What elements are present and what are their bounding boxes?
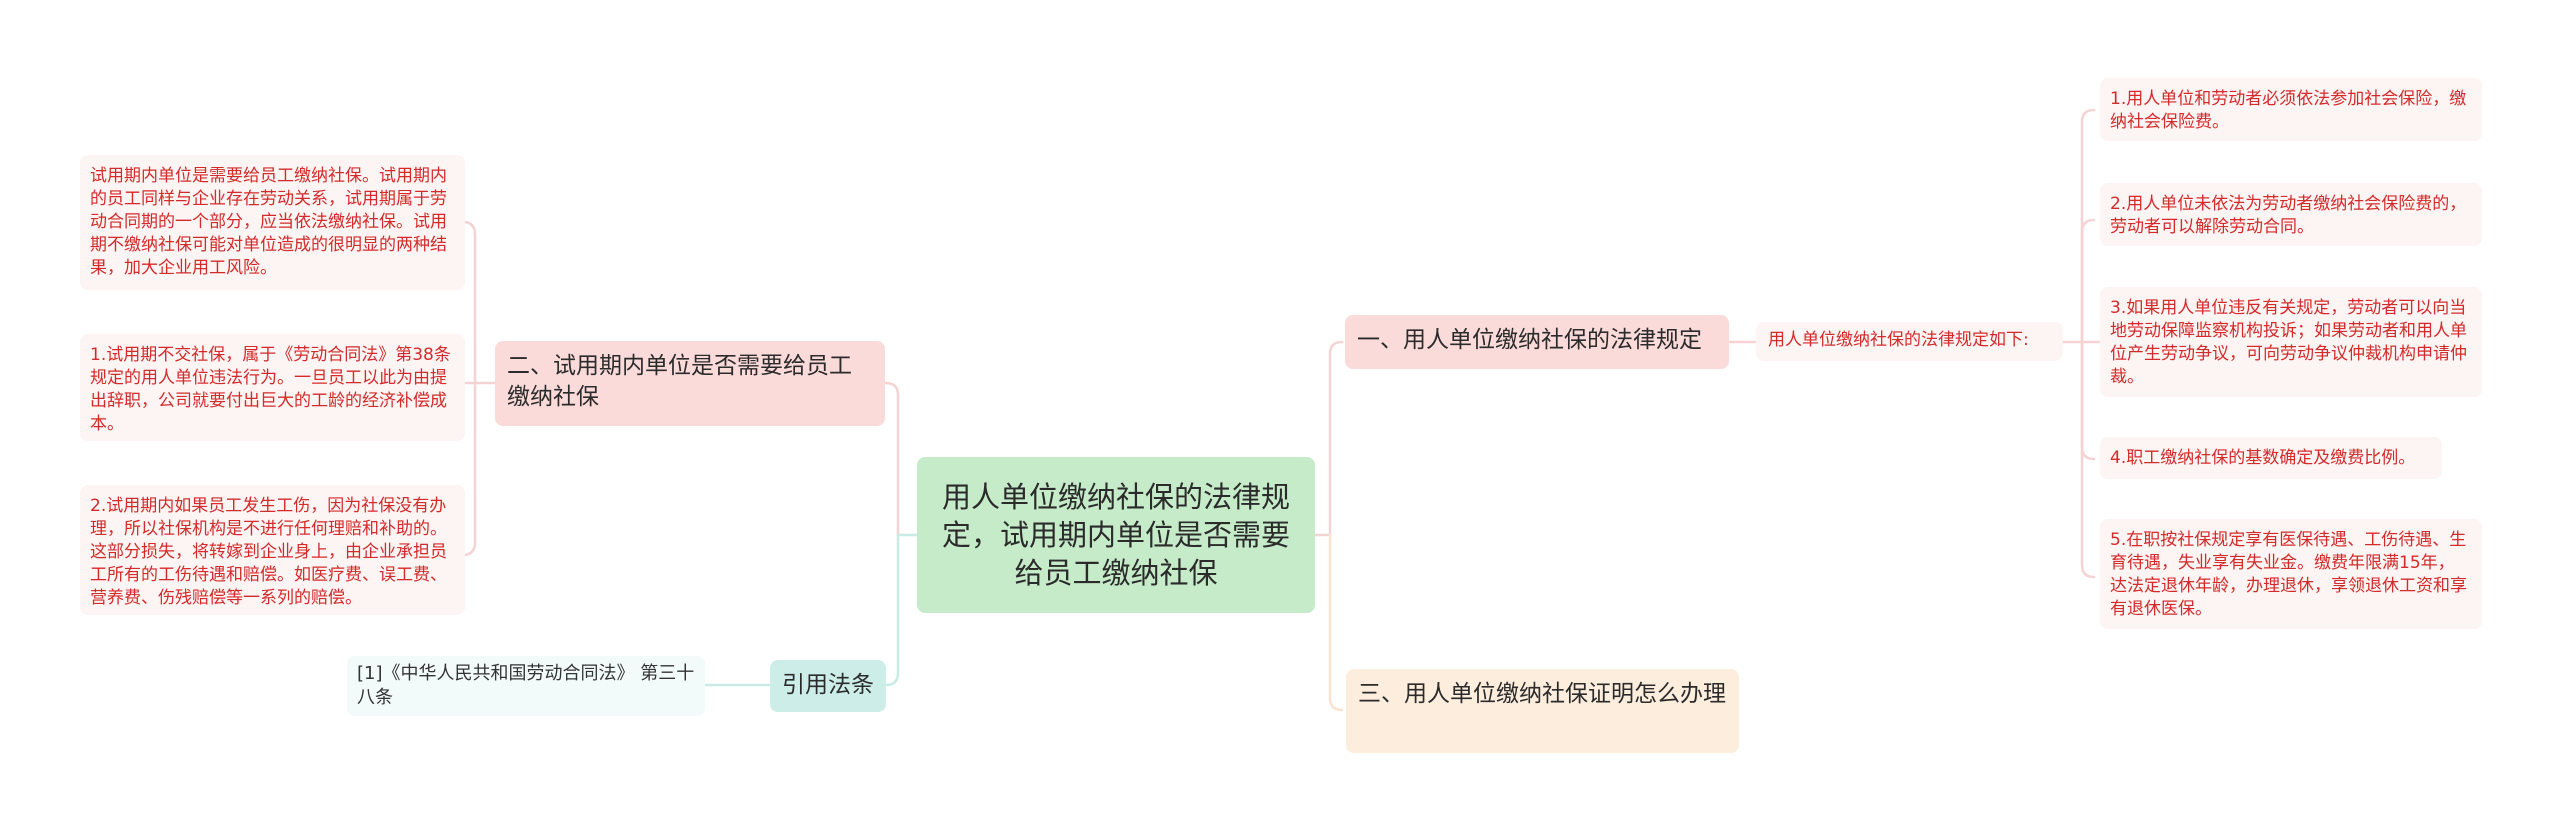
branch-trial-period-social-insurance[interactable]: 二、试用期内单位是否需要给员工缴纳社保 (495, 341, 885, 426)
sub-topic-provisions-intro[interactable]: 用人单位缴纳社保的法律规定如下: (1756, 322, 2063, 361)
leaf-provision-3[interactable]: 3.如果用人单位违反有关规定，劳动者可以向当地劳动保障监察机构投诉；如果劳动者和… (2100, 287, 2482, 397)
branch-label: 一、用人单位缴纳社保的法律规定 (1357, 327, 1702, 353)
leaf-trial-period-point-1[interactable]: 1.试用期不交社保，属于《劳动合同法》第38条规定的用人单位违法行为。一旦员工以… (80, 334, 465, 441)
leaf-provision-5[interactable]: 5.在职按社保规定享有医保待遇、工伤待遇、生育待遇，失业享有失业金。缴费年限满1… (2100, 519, 2482, 629)
branch-label: 引用法条 (782, 672, 874, 698)
branch-legal-provisions[interactable]: 一、用人单位缴纳社保的法律规定 (1345, 315, 1729, 369)
leaf-text: 5.在职按社保规定享有医保待遇、工伤待遇、生育待遇，失业享有失业金。缴费年限满1… (2110, 530, 2467, 619)
branch-label: 二、试用期内单位是否需要给员工缴纳社保 (507, 353, 852, 410)
leaf-text: 3.如果用人单位违反有关规定，劳动者可以向当地劳动保障监察机构投诉；如果劳动者和… (2110, 298, 2467, 387)
leaf-trial-period-intro[interactable]: 试用期内单位是需要给员工缴纳社保。试用期内的员工同样与企业存在劳动关系，试用期属… (80, 155, 465, 290)
leaf-provision-1[interactable]: 1.用人单位和劳动者必须依法参加社会保险，缴纳社会保险费。 (2100, 78, 2482, 141)
leaf-text: 1.试用期不交社保，属于《劳动合同法》第38条规定的用人单位违法行为。一旦员工以… (90, 345, 451, 434)
leaf-text: 4.职工缴纳社保的基数确定及缴费比例。 (2110, 448, 2416, 468)
leaf-text: 2.试用期内如果员工发生工伤，因为社保没有办理，所以社保机构是不进行任何理赔和补… (90, 496, 447, 608)
leaf-text: 2.用人单位未依法为劳动者缴纳社会保险费的，劳动者可以解除劳动合同。 (2110, 194, 2467, 237)
leaf-provision-4[interactable]: 4.职工缴纳社保的基数确定及缴费比例。 (2100, 437, 2442, 479)
leaf-text: 试用期内单位是需要给员工缴纳社保。试用期内的员工同样与企业存在劳动关系，试用期属… (90, 166, 447, 278)
branch-cited-laws[interactable]: 引用法条 (770, 660, 886, 712)
sub-topic-text: 用人单位缴纳社保的法律规定如下: (1768, 330, 2029, 350)
root-topic[interactable]: 用人单位缴纳社保的法律规定，试用期内单位是否需要给员工缴纳社保 (917, 457, 1315, 613)
branch-certificate-procedure[interactable]: 三、用人单位缴纳社保证明怎么办理 (1346, 669, 1739, 753)
leaf-provision-2[interactable]: 2.用人单位未依法为劳动者缴纳社会保险费的，劳动者可以解除劳动合同。 (2100, 183, 2482, 246)
leaf-text: [1]《中华人民共和国劳动合同法》 第三十八条 (357, 663, 695, 708)
leaf-citation-labor-contract-law[interactable]: [1]《中华人民共和国劳动合同法》 第三十八条 (347, 656, 705, 716)
leaf-trial-period-point-2[interactable]: 2.试用期内如果员工发生工伤，因为社保没有办理，所以社保机构是不进行任何理赔和补… (80, 485, 465, 615)
root-topic-label: 用人单位缴纳社保的法律规定，试用期内单位是否需要给员工缴纳社保 (941, 480, 1290, 590)
leaf-text: 1.用人单位和劳动者必须依法参加社会保险，缴纳社会保险费。 (2110, 89, 2467, 132)
branch-label: 三、用人单位缴纳社保证明怎么办理 (1358, 681, 1726, 707)
